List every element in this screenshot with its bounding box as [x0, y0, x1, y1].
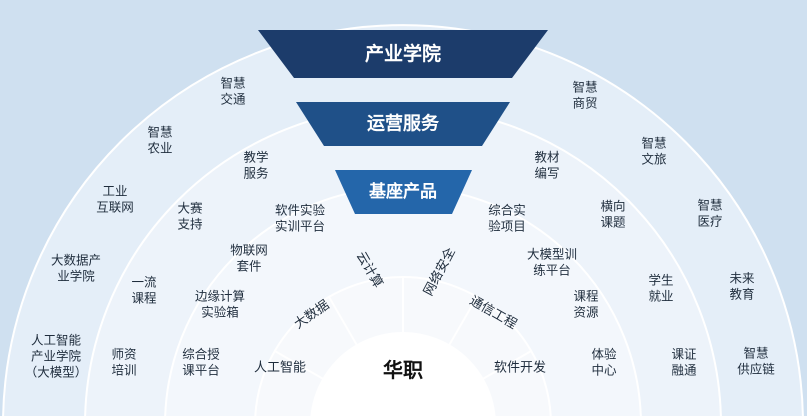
- industry-college-label: 大数据产业学院: [51, 253, 101, 284]
- operation-service-label: 学生就业: [648, 273, 673, 304]
- core-divider-line: [274, 350, 324, 380]
- center-label: 华职: [383, 358, 423, 382]
- specialty-label: 软件开发: [494, 360, 546, 376]
- industry-college-label: 智慧交通: [220, 76, 246, 107]
- core-dividers: [274, 277, 532, 380]
- tier-banner-base-product: [335, 170, 472, 214]
- base-product-label: 大模型训练平台: [527, 247, 577, 278]
- tier-banner-operation-service: [296, 102, 510, 146]
- base-product-label: 综合实验项目: [488, 203, 526, 234]
- base-product-label: 软件实验实训平台: [275, 203, 326, 234]
- operation-service-label: 大赛支持: [177, 201, 203, 232]
- operation-service-label: 一流课程: [131, 275, 157, 306]
- tier-label-operation-service: 运营服务: [367, 113, 440, 135]
- operation-service-label: 教材编写: [534, 150, 559, 181]
- industry-college-label: 智慧供应链: [737, 346, 775, 377]
- base-product-label: 综合授课平台: [182, 347, 220, 378]
- operation-service-label: 课证融通: [671, 347, 697, 378]
- operation-service-label: 教学服务: [243, 150, 268, 181]
- industry-college-label: 人工智能产业学院（大模型）: [25, 333, 88, 380]
- base-product-label: 课程资源: [573, 289, 599, 320]
- specialty-label: 人工智能: [254, 361, 306, 376]
- operation-service-label: 横向课题: [600, 199, 626, 230]
- industry-college-label: 智慧农业: [147, 125, 172, 156]
- industry-college-label: 智慧文旅: [641, 136, 666, 167]
- industry-college-label: 未来教育: [729, 271, 755, 302]
- tier-label-base-product: 基座产品: [368, 181, 437, 202]
- operation-service-label: 师资培训: [111, 347, 136, 378]
- industry-college-label: 工业互联网: [96, 184, 134, 215]
- base-product-label: 边缘计算实验箱: [195, 289, 245, 320]
- core-divider-line: [448, 296, 478, 346]
- industry-college-label: 智慧商贸: [572, 80, 597, 111]
- core-divider-line: [328, 296, 358, 346]
- base-product-label: 物联网套件: [230, 243, 268, 274]
- center-disc: [310, 332, 496, 416]
- base-product-label: 体验中心: [591, 347, 617, 378]
- tier-label-industry-college: 产业学院: [365, 42, 441, 65]
- industry-college-label: 智慧医疗: [697, 198, 722, 229]
- core-divider-line: [482, 350, 532, 380]
- tier-banner-industry-college: [258, 30, 548, 78]
